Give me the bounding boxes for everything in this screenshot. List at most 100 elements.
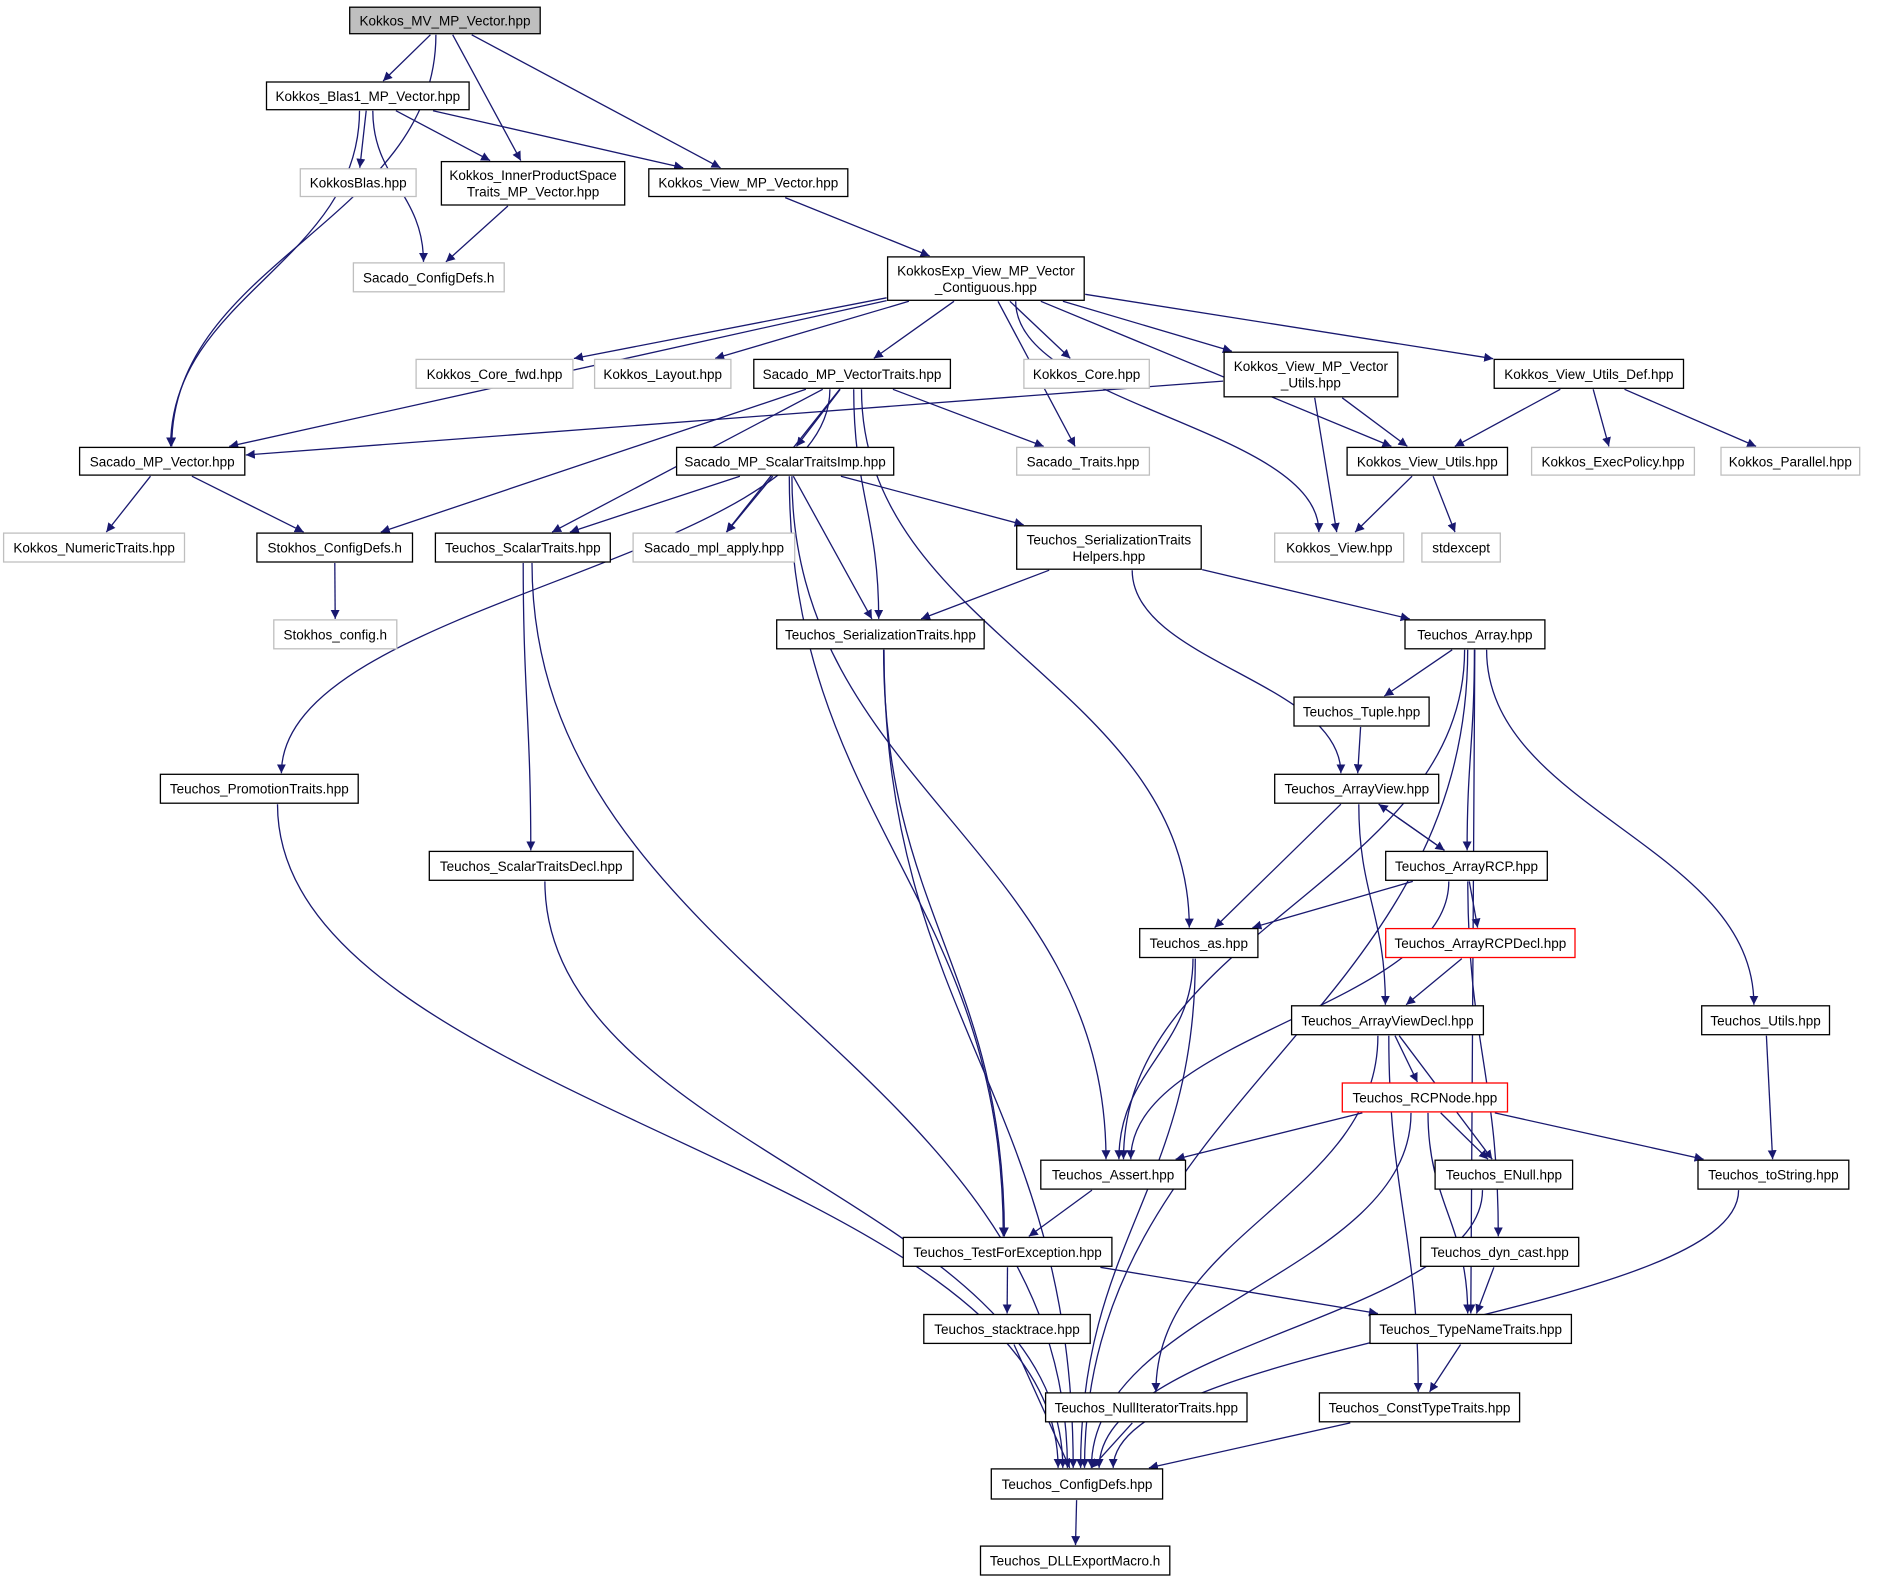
node-label: Sacado_MP_ScalarTraitsImp.hpp — [684, 454, 885, 469]
node-stokconfigh[interactable]: Stokhos_config.h — [273, 619, 398, 650]
node-tarrayrcp[interactable]: Teuchos_ArrayRCP.hpp — [1385, 850, 1548, 881]
node-label: Helpers.hpp — [1073, 549, 1146, 564]
edge-viewutilsdef-to-parallel — [1624, 388, 1757, 447]
edge-sacstraitsimp-to-tscalartraits — [569, 475, 741, 534]
node-tdllexport[interactable]: Teuchos_DLLExportMacro.h — [979, 1545, 1171, 1576]
edge-root-to-viewmp — [471, 34, 721, 169]
node-label: Kokkos_MV_MP_Vector.hpp — [359, 14, 530, 29]
node-box — [2, 532, 186, 563]
node-ttypename[interactable]: Teuchos_TypeNameTraits.hpp — [1369, 1313, 1573, 1345]
node-label: _Contiguous.hpp — [934, 280, 1037, 295]
edge-tscalardecl-to-tconfig — [544, 881, 1068, 1468]
edge-sacstraitsimp-to-tassert — [791, 476, 1111, 1160]
node-tarray[interactable]: Teuchos_Array.hpp — [1404, 619, 1546, 650]
edge-sacstraitsimp-to-ttestexc — [788, 476, 1008, 1237]
node-label: Teuchos_toString.hpp — [1708, 1168, 1839, 1183]
node-tscalardecl[interactable]: Teuchos_ScalarTraitsDecl.hpp — [428, 850, 634, 881]
node-tconsttype[interactable]: Teuchos_ConstTypeTraits.hpp — [1318, 1392, 1521, 1423]
node-trcpnode[interactable]: Teuchos_RCPNode.hpp — [1341, 1082, 1509, 1113]
node-tstacktrace[interactable]: Teuchos_stacktrace.hpp — [923, 1313, 1091, 1345]
node-tnulliter[interactable]: Teuchos_NullIteratorTraits.hpp — [1044, 1392, 1248, 1423]
node-mplapply[interactable]: Sacado_mpl_apply.hpp — [632, 532, 796, 563]
node-layout[interactable]: Kokkos_Layout.hpp — [593, 358, 732, 389]
edge-kexpview-to-kview — [1015, 301, 1324, 533]
node-label: Kokkos_NumericTraits.hpp — [13, 541, 175, 556]
node-tsertraits[interactable]: Teuchos_SerializationTraits.hpp — [776, 619, 985, 650]
edge-tarray-to-tassert — [1119, 649, 1466, 1160]
node-sacstraitsimp[interactable]: Sacado_MP_ScalarTraitsImp.hpp — [675, 446, 895, 476]
node-viewmputils[interactable]: Kokkos_View_MP_Vector_Utils.hpp — [1223, 351, 1399, 398]
node-label: Teuchos_ScalarTraits.hpp — [445, 541, 601, 556]
edge-trcpnode-to-ttostring — [1494, 1112, 1704, 1162]
node-box — [1720, 446, 1861, 476]
node-label: Sacado_MP_VectorTraits.hpp — [763, 367, 942, 382]
edge-sacvtraits-to-stokconfig — [380, 388, 807, 534]
node-ttestexc[interactable]: Teuchos_TestForException.hpp — [902, 1236, 1113, 1267]
node-tconfig[interactable]: Teuchos_ConfigDefs.hpp — [990, 1468, 1164, 1500]
node-label: Teuchos_RCPNode.hpp — [1352, 1091, 1497, 1106]
node-ttuple[interactable]: Teuchos_Tuple.hpp — [1293, 696, 1430, 727]
node-box — [1341, 1082, 1509, 1113]
node-tenull[interactable]: Teuchos_ENull.hpp — [1434, 1159, 1574, 1190]
node-box — [1290, 1005, 1485, 1036]
edge-tarrayrcp-to-tarrayview — [1378, 803, 1445, 851]
node-label: KokkosBlas.hpp — [310, 176, 407, 191]
node-box — [256, 532, 414, 563]
edge-tscalartraits-to-tscalardecl — [522, 562, 536, 851]
node-label: Kokkos_Layout.hpp — [603, 367, 722, 382]
node-innerprod[interactable]: Kokkos_InnerProductSpaceTraits_MP_Vector… — [440, 160, 626, 206]
node-tarrayview[interactable]: Teuchos_ArrayView.hpp — [1274, 773, 1440, 804]
node-box — [886, 256, 1085, 301]
node-sacconfig[interactable]: Sacado_ConfigDefs.h — [352, 262, 505, 293]
node-tarrayviewdecl[interactable]: Teuchos_ArrayViewDecl.hpp — [1290, 1005, 1485, 1036]
node-kexpview[interactable]: KokkosExp_View_MP_Vector_Contiguous.hpp — [886, 256, 1085, 301]
node-sactraits[interactable]: Sacado_Traits.hpp — [1016, 446, 1151, 476]
node-corefwd[interactable]: Kokkos_Core_fwd.hpp — [415, 358, 574, 389]
node-blas1[interactable]: Kokkos_Blas1_MP_Vector.hpp — [265, 81, 470, 111]
node-box — [349, 6, 541, 35]
node-box — [1697, 1159, 1850, 1190]
node-sacvtraits[interactable]: Sacado_MP_VectorTraits.hpp — [753, 358, 952, 389]
node-kview[interactable]: Kokkos_View.hpp — [1274, 532, 1405, 563]
node-tarrayrcpdecl[interactable]: Teuchos_ArrayRCPDecl.hpp — [1385, 927, 1576, 959]
node-ttostring[interactable]: Teuchos_toString.hpp — [1697, 1159, 1850, 1190]
edge-tarray-to-tutils — [1485, 649, 1759, 1005]
node-box — [1530, 446, 1696, 476]
node-label: Teuchos_ArrayViewDecl.hpp — [1301, 1013, 1473, 1028]
node-tdyncast[interactable]: Teuchos_dyn_cast.hpp — [1420, 1236, 1580, 1267]
node-box — [1404, 619, 1546, 650]
node-viewutilsdef[interactable]: Kokkos_View_Utils_Def.hpp — [1493, 358, 1685, 389]
node-box — [78, 446, 246, 476]
node-tas[interactable]: Teuchos_as.hpp — [1139, 927, 1259, 959]
node-label: Teuchos_Tuple.hpp — [1303, 705, 1420, 720]
node-numtraits[interactable]: Kokkos_NumericTraits.hpp — [2, 532, 186, 563]
node-viewmp[interactable]: Kokkos_View_MP_Vector.hpp — [648, 168, 849, 198]
node-tutils[interactable]: Teuchos_Utils.hpp — [1701, 1005, 1831, 1036]
node-label: Teuchos_ArrayRCPDecl.hpp — [1394, 936, 1566, 951]
node-tassert[interactable]: Teuchos_Assert.hpp — [1040, 1159, 1187, 1190]
edge-tsertraits-to-ttestexc — [882, 649, 1009, 1237]
node-label: Teuchos_as.hpp — [1150, 936, 1248, 951]
node-execpolicy[interactable]: Kokkos_ExecPolicy.hpp — [1530, 446, 1696, 476]
edge-trcpnode-to-tenull — [1440, 1112, 1489, 1160]
node-label: Teuchos_NullIteratorTraits.hpp — [1055, 1400, 1238, 1415]
node-kokkosblas[interactable]: KokkosBlas.hpp — [299, 168, 417, 198]
node-stokconfig[interactable]: Stokhos_ConfigDefs.h — [256, 532, 414, 563]
edge-tconfig-to-tdllexport — [1071, 1500, 1081, 1546]
node-box — [1016, 525, 1202, 570]
edge-tarrayview-to-tas — [1214, 803, 1342, 929]
node-label: Kokkos_Core.hpp — [1033, 367, 1140, 382]
node-sacmpvec[interactable]: Sacado_MP_Vector.hpp — [78, 446, 246, 476]
node-tscalartraits[interactable]: Teuchos_ScalarTraits.hpp — [434, 532, 611, 563]
node-stdexcept[interactable]: stdexcept — [1421, 532, 1501, 563]
node-core[interactable]: Kokkos_Core.hpp — [1023, 358, 1150, 389]
edge-blas1-to-sacmpvec — [166, 110, 361, 447]
edge-ttuple-to-tarrayview — [1353, 726, 1363, 774]
node-viewutils[interactable]: Kokkos_View_Utils.hpp — [1346, 446, 1509, 476]
node-tpromotion[interactable]: Teuchos_PromotionTraits.hpp — [159, 773, 359, 804]
node-root[interactable]: Kokkos_MV_MP_Vector.hpp — [349, 6, 541, 35]
node-label: Teuchos_SerializationTraits.hpp — [785, 627, 976, 642]
node-parallel[interactable]: Kokkos_Parallel.hpp — [1720, 446, 1861, 476]
